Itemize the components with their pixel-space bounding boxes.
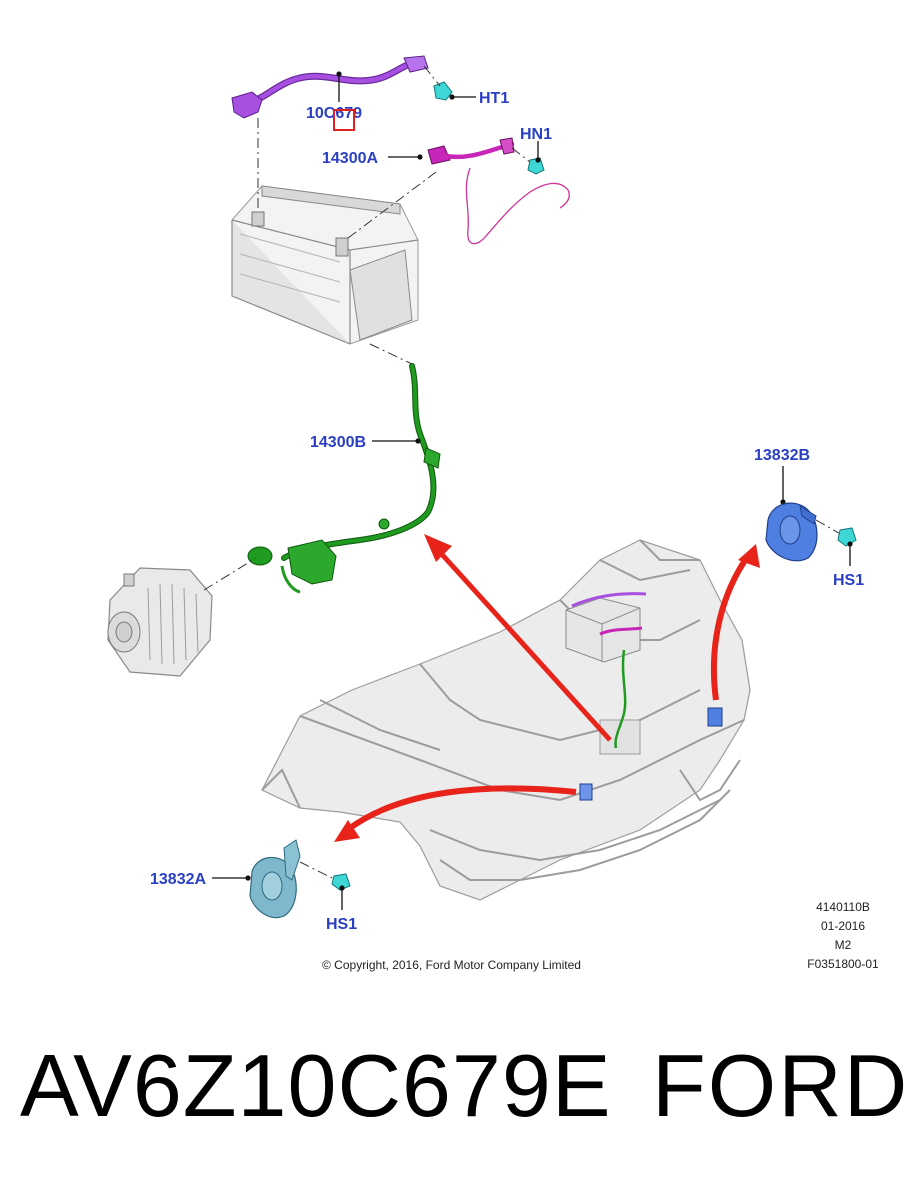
bolt-hs1-left <box>331 873 351 891</box>
horn-13832b <box>765 502 818 562</box>
meta-line-1: 4140110B <box>816 900 870 914</box>
battery <box>231 185 419 345</box>
caption-bar: AV6Z10C679E FORD <box>0 1035 912 1175</box>
meta-line-2: 01-2016 <box>821 919 865 933</box>
arrow-to-horn-b <box>710 544 760 701</box>
parts-diagram: HT1 10C679 HN1 14300A <box>107 55 879 972</box>
label-ht1: HT1 <box>479 90 509 107</box>
cable-10c679 <box>231 55 429 119</box>
label-13832a: 13832A <box>150 871 206 888</box>
horn-13832a <box>249 839 301 919</box>
bolt-ht1 <box>433 81 453 101</box>
cable-14300b <box>247 363 441 594</box>
label-hs1-right: HS1 <box>833 572 864 589</box>
cable-14300a <box>427 137 570 245</box>
label-hs1-left: HS1 <box>326 916 357 933</box>
label-hn1: HN1 <box>520 126 552 143</box>
arrow-to-cable <box>424 534 612 742</box>
meta-line-4: F0351800-01 <box>807 957 879 971</box>
bolt-hs1-right <box>837 527 857 547</box>
copyright-text: © Copyright, 2016, Ford Motor Company Li… <box>322 958 581 972</box>
highlight-box <box>333 109 355 131</box>
part-number: AV6Z10C679E <box>20 1036 612 1135</box>
label-14300b: 14300B <box>310 434 366 451</box>
alternator <box>107 567 213 677</box>
arrow-to-horn-a <box>334 785 577 842</box>
vehicle-front-structure <box>261 539 751 901</box>
brand-name: FORD <box>652 1036 910 1135</box>
label-14300a: 14300A <box>322 150 378 167</box>
meta-line-3: M2 <box>835 938 852 952</box>
label-13832b: 13832B <box>754 447 810 464</box>
